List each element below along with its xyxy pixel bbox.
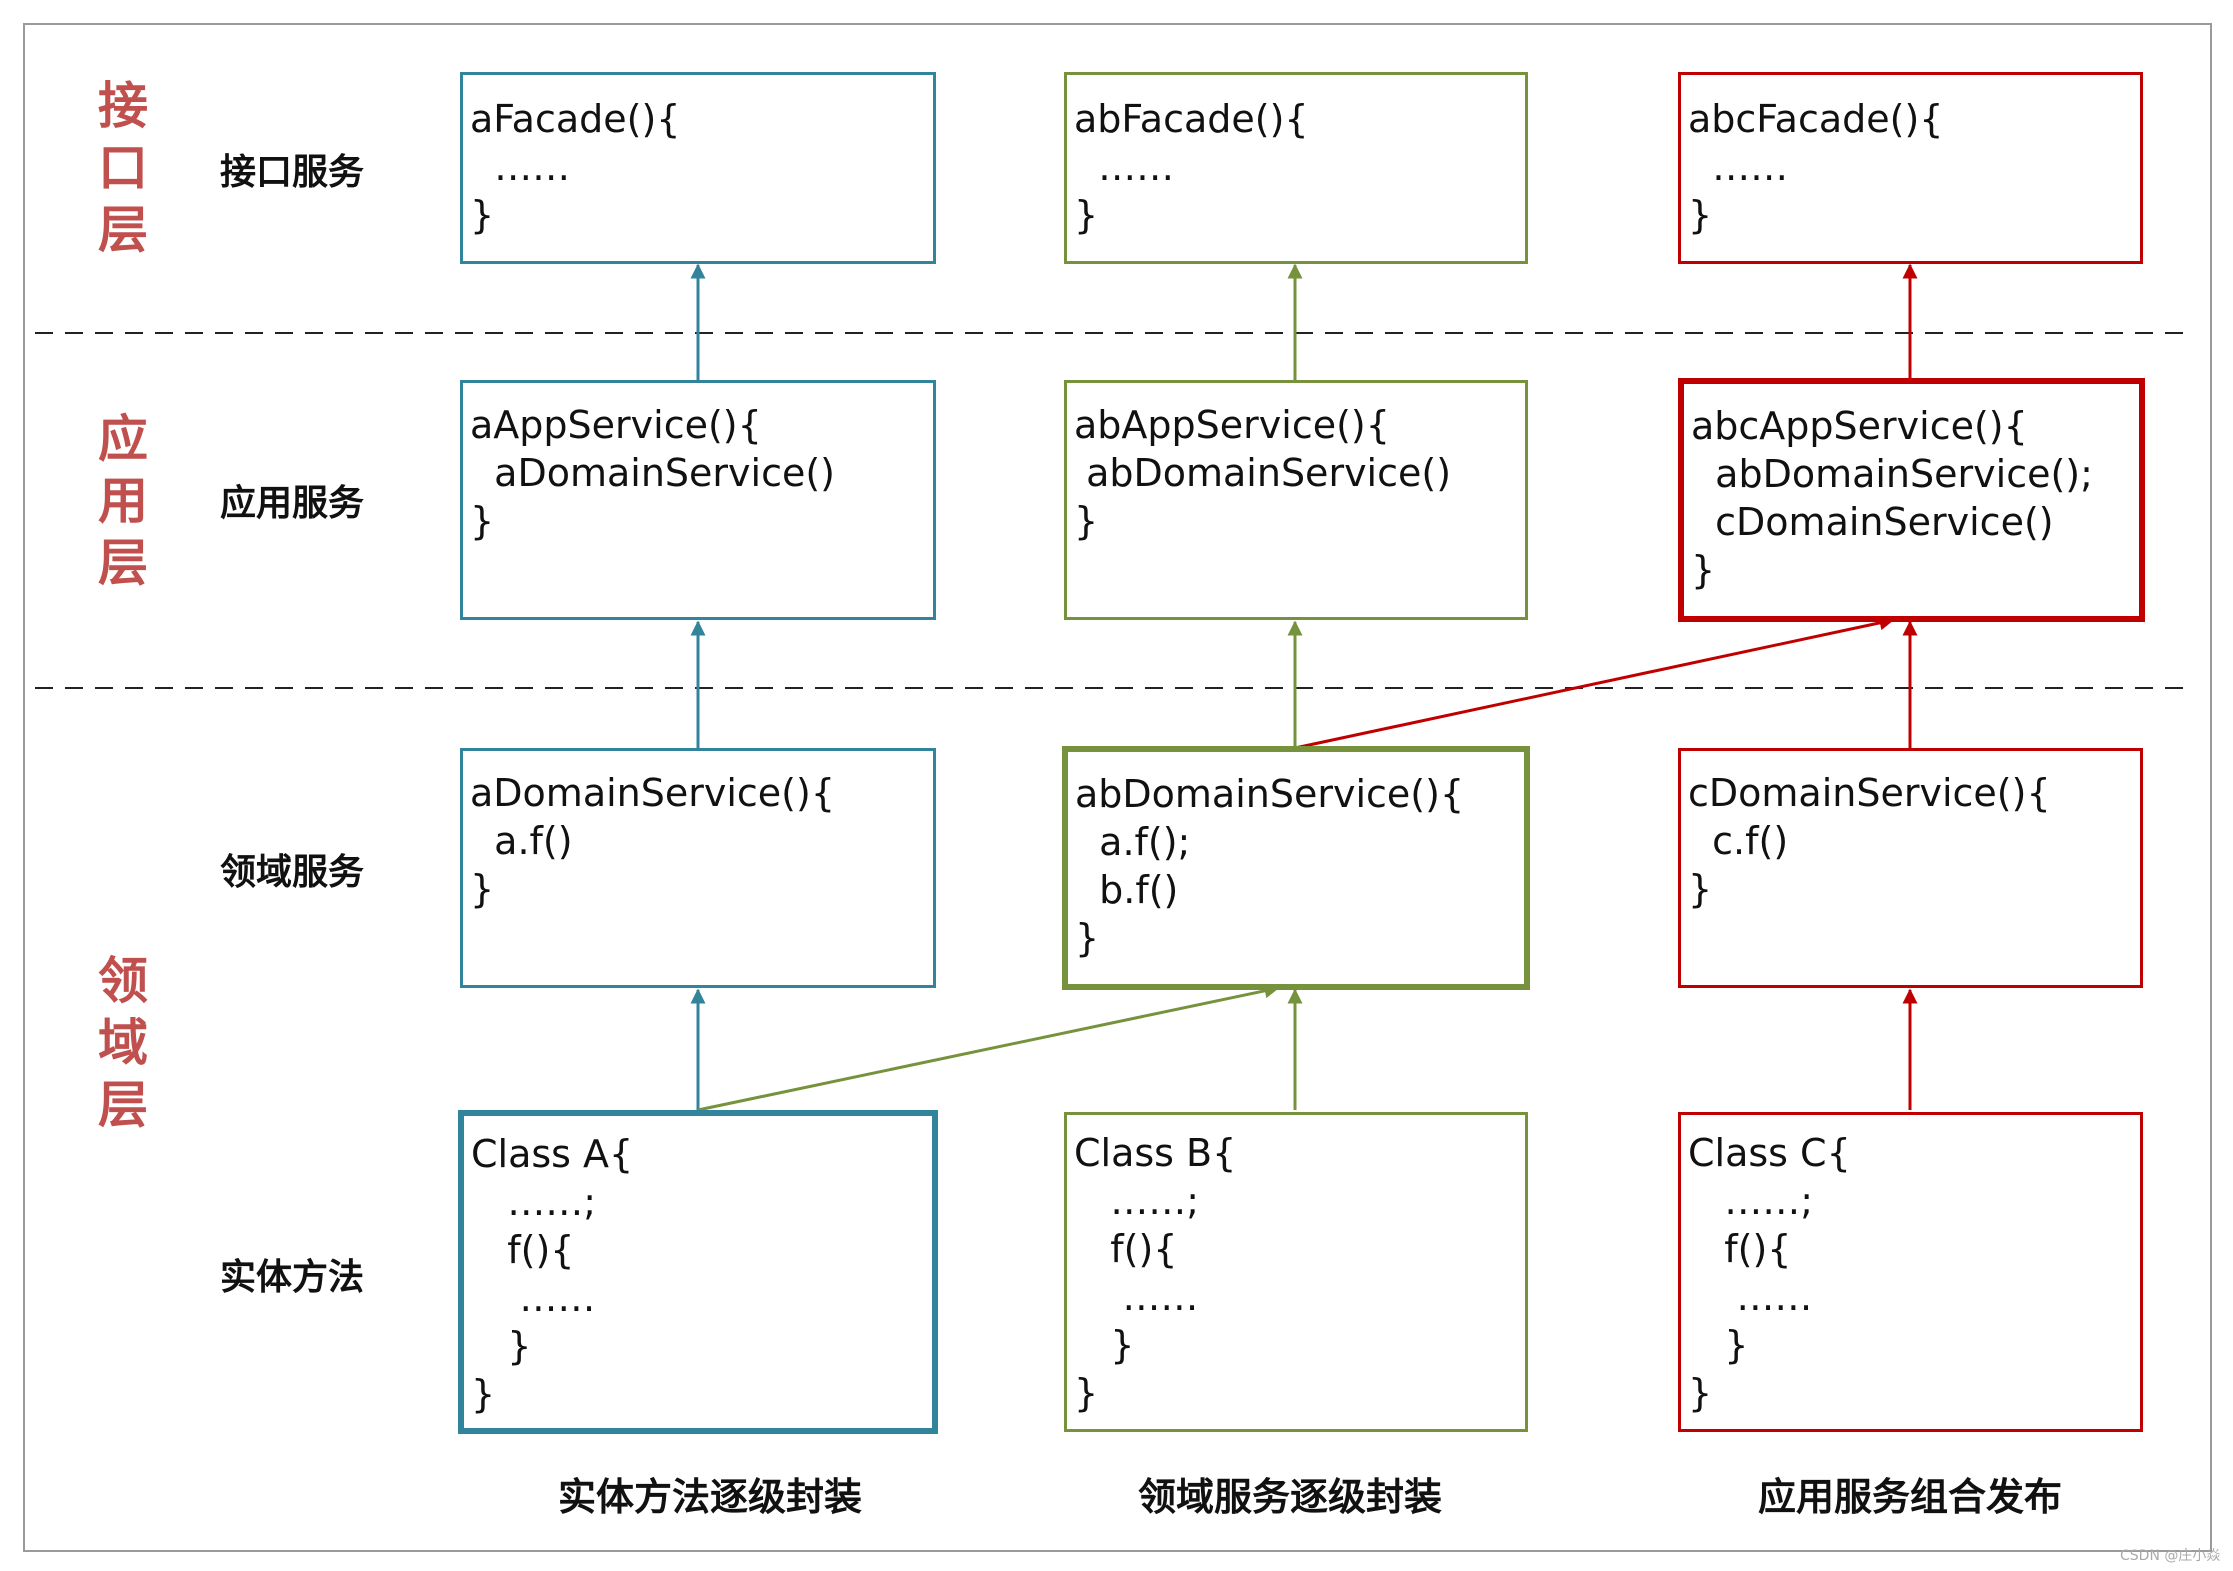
code-line: f(){ bbox=[1688, 1227, 1792, 1271]
code-line: abFacade(){ bbox=[1074, 97, 1309, 141]
a-facade-box: aFacade(){ …… } bbox=[460, 72, 936, 264]
code-line: …… bbox=[471, 1276, 596, 1320]
ab-facade-box: abFacade(){ …… } bbox=[1064, 72, 1528, 264]
a-app-service-box: aAppService(){ aDomainService() } bbox=[460, 380, 936, 620]
code-line: Class A{ bbox=[471, 1132, 634, 1176]
code-line: aAppService(){ bbox=[470, 403, 762, 447]
code-line: ……; bbox=[1074, 1179, 1200, 1223]
code-line: a.f() bbox=[470, 819, 573, 863]
code-line: c.f() bbox=[1688, 819, 1789, 863]
code-line: f(){ bbox=[1074, 1227, 1178, 1271]
code-line: cDomainService() bbox=[1691, 500, 2054, 544]
ab-app-service-box: abAppService(){ abDomainService() } bbox=[1064, 380, 1528, 620]
code-line: ……; bbox=[1688, 1179, 1814, 1223]
layer-char: 应 bbox=[98, 410, 148, 468]
row-label-facade: 接口服务 bbox=[220, 152, 365, 193]
code-line: aFacade(){ bbox=[470, 97, 681, 141]
code-line: } bbox=[1688, 867, 1713, 911]
code-line: aDomainService(){ bbox=[470, 771, 836, 815]
code-line: aDomainService() bbox=[470, 451, 835, 495]
code-line: } bbox=[470, 499, 495, 543]
a-domain-service-box: aDomainService(){ a.f() } bbox=[460, 748, 936, 988]
code-line: } bbox=[1688, 1371, 1713, 1415]
code-line: …… bbox=[1688, 145, 1789, 189]
layer-char: 领 bbox=[98, 952, 148, 1010]
code-line: abcAppService(){ bbox=[1691, 404, 2028, 448]
layer-char: 口 bbox=[98, 139, 148, 197]
code-line: f(){ bbox=[471, 1228, 575, 1272]
row-label-entity: 实体方法 bbox=[220, 1257, 365, 1298]
abc-app-service-box: abcAppService(){ abDomainService(); cDom… bbox=[1678, 378, 2145, 622]
code-line: abAppService(){ bbox=[1074, 403, 1390, 447]
layer-char: 接 bbox=[98, 77, 148, 135]
code-line: ……; bbox=[471, 1180, 597, 1224]
layer-char: 层 bbox=[98, 534, 148, 592]
code-line: abcFacade(){ bbox=[1688, 97, 1944, 141]
code-line: …… bbox=[470, 145, 571, 189]
code-line: } bbox=[1074, 499, 1099, 543]
code-line: } bbox=[471, 1372, 496, 1416]
code-line: Class B{ bbox=[1074, 1131, 1237, 1175]
layer-label-interface: 接 口 层 bbox=[83, 75, 163, 261]
code-line: …… bbox=[1688, 1275, 1813, 1319]
code-line: Class C{ bbox=[1688, 1131, 1851, 1175]
layer-char: 层 bbox=[98, 201, 148, 259]
code-line: } bbox=[471, 1324, 532, 1368]
code-line: } bbox=[1691, 548, 1716, 592]
caption-entity-encapsulation: 实体方法逐级封装 bbox=[557, 1475, 862, 1519]
row-label-app: 应用服务 bbox=[220, 483, 365, 524]
arrow-ab-domain-to-abc-app bbox=[1294, 615, 1895, 750]
code-line: abDomainService() bbox=[1074, 451, 1452, 495]
watermark: CSDN @庄小焱 bbox=[2120, 1548, 2221, 1564]
code-line: abDomainService(){ bbox=[1075, 772, 1465, 816]
diagram-frame bbox=[23, 23, 2212, 1552]
layer-label-domain: 领 域 层 bbox=[83, 950, 163, 1136]
c-domain-service-box: cDomainService(){ c.f() } bbox=[1678, 748, 2143, 988]
layer-char: 用 bbox=[98, 472, 148, 530]
layer-char: 层 bbox=[98, 1076, 148, 1134]
class-a-box: Class A{ ……; f(){ …… } } bbox=[458, 1110, 938, 1434]
class-b-box: Class B{ ……; f(){ …… } } bbox=[1064, 1112, 1528, 1432]
caption-domain-encapsulation: 领域服务逐级封装 bbox=[1137, 1475, 1442, 1519]
code-line: } bbox=[1074, 193, 1099, 237]
code-line: } bbox=[470, 867, 495, 911]
code-line: …… bbox=[1074, 145, 1175, 189]
code-line: } bbox=[1075, 916, 1100, 960]
code-line: …… bbox=[1074, 1275, 1199, 1319]
code-line: } bbox=[1688, 1323, 1749, 1367]
class-c-box: Class C{ ……; f(){ …… } } bbox=[1678, 1112, 2143, 1432]
abc-facade-box: abcFacade(){ …… } bbox=[1678, 72, 2143, 264]
code-line: abDomainService(); bbox=[1691, 452, 2093, 496]
code-line: } bbox=[1688, 193, 1713, 237]
row-label-domain: 领域服务 bbox=[220, 852, 365, 893]
layer-label-application: 应 用 层 bbox=[83, 408, 163, 594]
code-line: } bbox=[470, 193, 495, 237]
ab-domain-service-box: abDomainService(){ a.f(); b.f() } bbox=[1062, 746, 1530, 990]
code-line: } bbox=[1074, 1323, 1135, 1367]
code-line: a.f(); bbox=[1075, 820, 1191, 864]
code-line: } bbox=[1074, 1371, 1099, 1415]
code-line: cDomainService(){ bbox=[1688, 771, 2051, 815]
layer-char: 域 bbox=[98, 1014, 148, 1072]
arrow-class-a-to-ab-domain bbox=[697, 983, 1280, 1112]
caption-app-composition: 应用服务组合发布 bbox=[1757, 1475, 2062, 1519]
code-line: b.f() bbox=[1075, 868, 1179, 912]
